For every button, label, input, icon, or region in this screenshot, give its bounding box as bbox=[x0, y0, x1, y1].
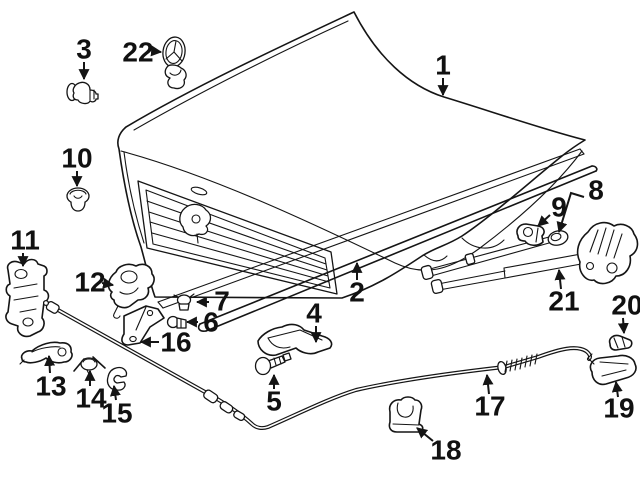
callout-label-7: 7 bbox=[214, 286, 230, 317]
lock-part11 bbox=[5, 258, 50, 338]
star-emblem bbox=[162, 36, 187, 90]
cable-end-fitting bbox=[42, 299, 60, 314]
callout-leader-20 bbox=[617, 317, 629, 335]
callout-label-1: 1 bbox=[435, 50, 451, 81]
callout-label-15: 15 bbox=[101, 398, 132, 429]
callout-label-6: 6 bbox=[203, 307, 219, 338]
callout-label-3: 3 bbox=[76, 34, 92, 65]
handle-part13 bbox=[19, 341, 73, 365]
callout-label-20: 20 bbox=[611, 290, 640, 321]
callout-leader-13 bbox=[44, 354, 56, 374]
callout-leader-12 bbox=[101, 277, 115, 289]
hood-seal-strip bbox=[197, 165, 598, 332]
callout-label-11: 11 bbox=[10, 225, 40, 256]
callout-label-22: 22 bbox=[122, 37, 153, 68]
clip-part20 bbox=[608, 334, 633, 351]
cable-spring-section bbox=[497, 353, 538, 376]
hood-grille bbox=[137, 180, 338, 295]
callout-leader-15 bbox=[109, 384, 121, 401]
callout-label-21: 21 bbox=[548, 286, 579, 317]
callout-leader-22 bbox=[150, 45, 163, 57]
clipnut-part7 bbox=[173, 293, 195, 311]
bolt-part6 bbox=[166, 315, 187, 329]
callout-label-17: 17 bbox=[474, 391, 505, 422]
strut-socket-part8 bbox=[547, 230, 569, 246]
grille-latch bbox=[179, 203, 212, 244]
callout-label-4: 4 bbox=[306, 298, 322, 329]
buffer-part4 bbox=[257, 323, 333, 357]
callout-label-14: 14 bbox=[75, 383, 107, 414]
callout-label-12: 12 bbox=[74, 267, 105, 298]
callout-leader-9 bbox=[537, 214, 551, 227]
bracket-part16 bbox=[121, 305, 165, 346]
strut-bracket-part9 bbox=[516, 223, 545, 247]
strut-rod-upper bbox=[420, 230, 569, 281]
callout-label-16: 16 bbox=[160, 327, 191, 358]
release-cable bbox=[42, 299, 592, 430]
cable-ferrules bbox=[203, 389, 246, 422]
callout-label-8: 8 bbox=[588, 175, 604, 206]
callout-label-10: 10 bbox=[61, 143, 92, 174]
callout-leader-19 bbox=[611, 380, 623, 398]
callout-label-19: 19 bbox=[603, 393, 634, 424]
striker-part19 bbox=[587, 353, 637, 386]
callout-leader-8 bbox=[556, 191, 585, 234]
hood-hinge bbox=[576, 221, 639, 285]
callout-label-9: 9 bbox=[551, 192, 567, 223]
callout-leader-18 bbox=[416, 427, 434, 442]
bolt-part5 bbox=[254, 352, 292, 376]
cclip-part15 bbox=[106, 366, 128, 391]
callout-leader-21 bbox=[554, 268, 566, 290]
clip-part3 bbox=[66, 81, 99, 105]
latch-part12 bbox=[107, 263, 155, 319]
grommet-part10 bbox=[66, 187, 90, 212]
hood-edge-strip bbox=[157, 148, 585, 309]
callout-label-18: 18 bbox=[430, 435, 461, 466]
cable-guide-part18 bbox=[388, 396, 424, 433]
emblem-hole bbox=[190, 186, 208, 196]
callout-label-5: 5 bbox=[266, 386, 282, 417]
callout-label-2: 2 bbox=[349, 277, 365, 308]
callout-label-13: 13 bbox=[35, 371, 66, 402]
callout-leader-17 bbox=[482, 373, 494, 395]
